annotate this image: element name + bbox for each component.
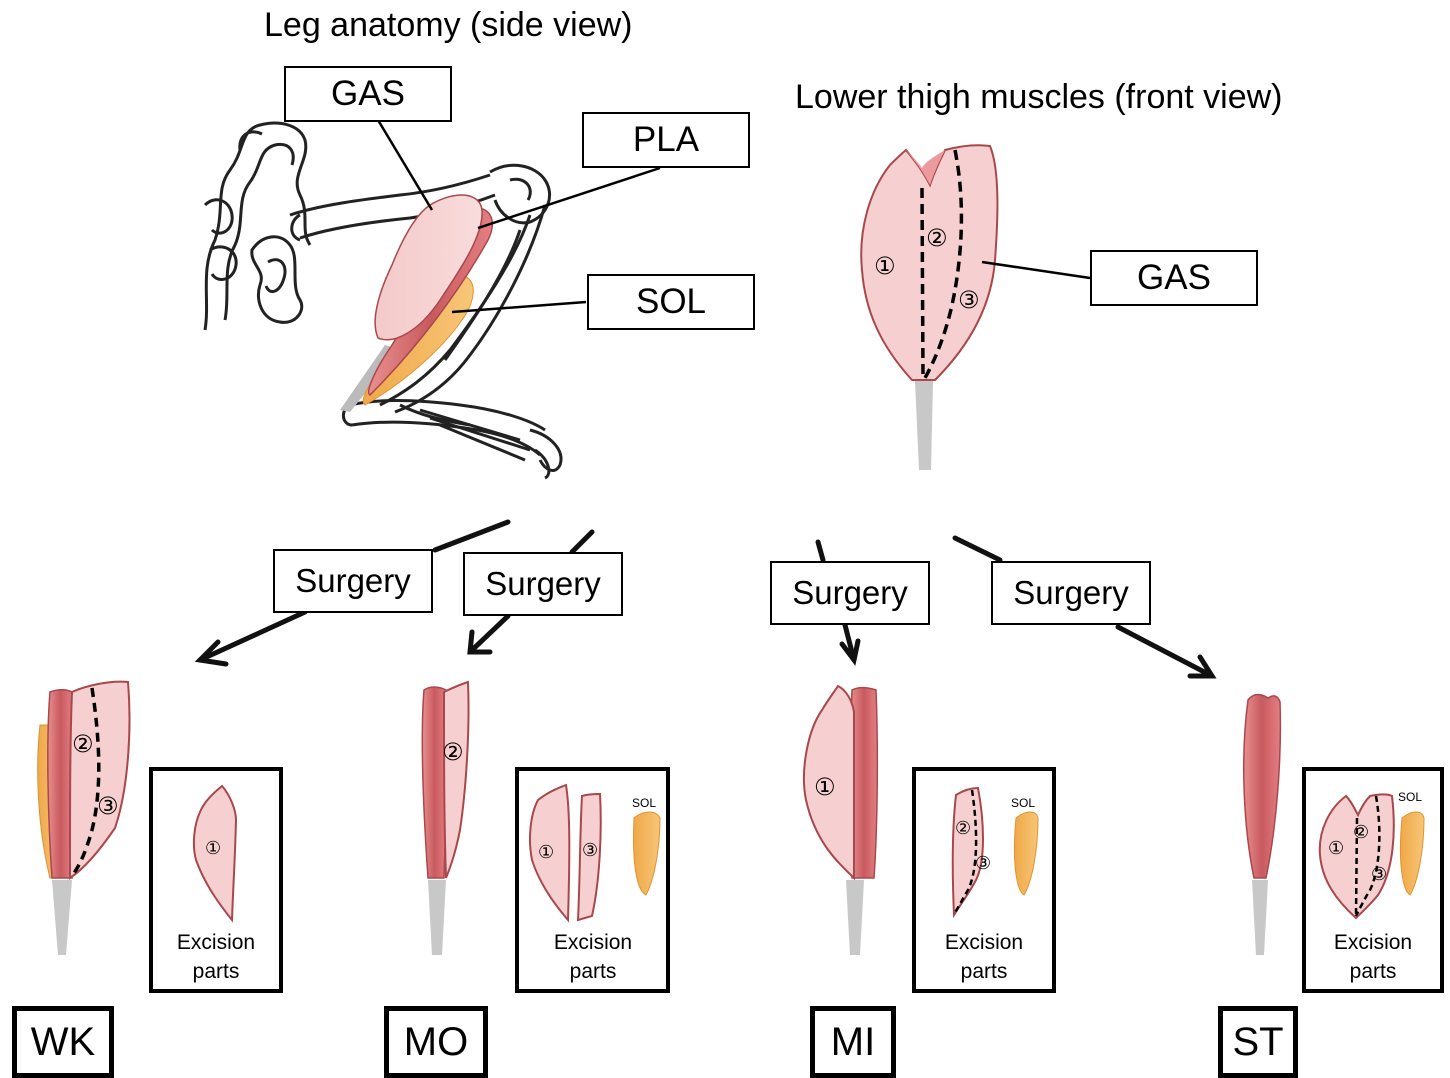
pla-label: PLA — [582, 112, 750, 168]
gas-front-pointer — [982, 262, 1090, 278]
wk-excision-line1: Excision — [177, 931, 255, 954]
mi-excision-line2: parts — [961, 960, 1008, 983]
group-label-mi: MI — [810, 1006, 896, 1078]
surgery-label-wk: Surgery — [273, 549, 433, 613]
group-label-wk: WK — [12, 1006, 114, 1078]
mo-region-2: ② — [442, 738, 464, 767]
wk-region-3: ③ — [97, 792, 119, 821]
st-excised-region-1: ① — [1328, 838, 1344, 859]
wk-region-2: ② — [72, 730, 94, 759]
gas-front-label: GAS — [1090, 250, 1258, 306]
st-remaining-muscle — [1244, 695, 1281, 956]
mi-remaining-muscle — [804, 686, 877, 955]
side-view-heading: Leg anatomy (side view) — [264, 6, 633, 45]
front-view-heading: Lower thigh muscles (front view) — [795, 78, 1283, 117]
mi-excised-region-2: ② — [955, 818, 971, 839]
mo-excised-region-3: ③ — [582, 840, 598, 861]
mo-remaining-muscle — [422, 682, 468, 955]
st-sol-tag: SOL — [1398, 790, 1422, 804]
front-region-1: ① — [874, 252, 896, 281]
mo-excision-line1: Excision — [554, 931, 632, 954]
st-excised-region-2: ② — [1353, 822, 1369, 843]
wk-excision-line2: parts — [193, 960, 240, 983]
mi-sol-tag: SOL — [1011, 796, 1035, 810]
surgery-label-mo: Surgery — [463, 552, 623, 616]
front-region-2: ② — [926, 224, 948, 253]
mi-region-1: ① — [814, 773, 836, 802]
mo-excision-line2: parts — [570, 960, 617, 983]
group-label-st: ST — [1218, 1006, 1298, 1078]
wk-excised-region-1: ① — [205, 838, 221, 859]
mi-excised-region-3: ③ — [975, 853, 991, 874]
surgery-label-mi: Surgery — [770, 561, 930, 625]
st-excision-line1: Excision — [1334, 931, 1412, 954]
mo-excised-region-1: ① — [538, 842, 554, 863]
group-label-mo: MO — [384, 1006, 488, 1078]
surgery-label-st: Surgery — [991, 561, 1151, 625]
mi-excision-caption: Excision parts — [919, 928, 1049, 986]
front-region-3: ③ — [958, 286, 980, 315]
st-excision-line2: parts — [1350, 960, 1397, 983]
wk-excision-caption: Excision parts — [151, 928, 281, 986]
st-excised-region-3: ③ — [1371, 864, 1387, 885]
sol-label: SOL — [587, 274, 755, 330]
mo-sol-tag: SOL — [632, 796, 656, 810]
st-excision-caption: Excision parts — [1308, 928, 1438, 986]
mo-excision-caption: Excision parts — [528, 928, 658, 986]
gas-label: GAS — [284, 66, 452, 122]
mi-excision-line1: Excision — [945, 931, 1023, 954]
